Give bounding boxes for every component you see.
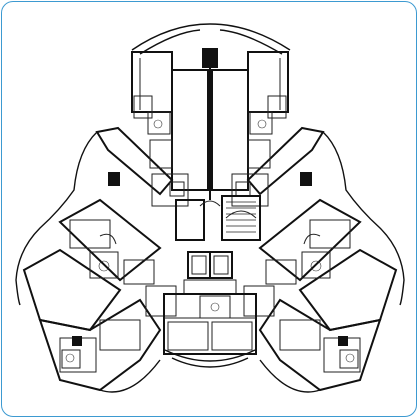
- east-wing: [258, 198, 398, 332]
- west-wing: [22, 198, 162, 332]
- north-wing: [131, 48, 289, 200]
- core: [175, 195, 261, 295]
- southwest-wing: [38, 285, 177, 392]
- bath-east: [301, 251, 331, 279]
- bath-north-right: [267, 95, 287, 119]
- bath-southwest: [61, 349, 81, 369]
- bath-west: [89, 251, 119, 279]
- elevator-1: [191, 255, 207, 275]
- south-unit: [163, 293, 257, 355]
- bath-southeast: [339, 349, 359, 369]
- elevator-2: [213, 255, 229, 275]
- bath-north-left: [133, 95, 153, 119]
- north-shaft: [202, 48, 218, 68]
- southeast-wing: [243, 285, 382, 392]
- outer-shell: [15, 23, 405, 393]
- stair-core: [221, 195, 261, 241]
